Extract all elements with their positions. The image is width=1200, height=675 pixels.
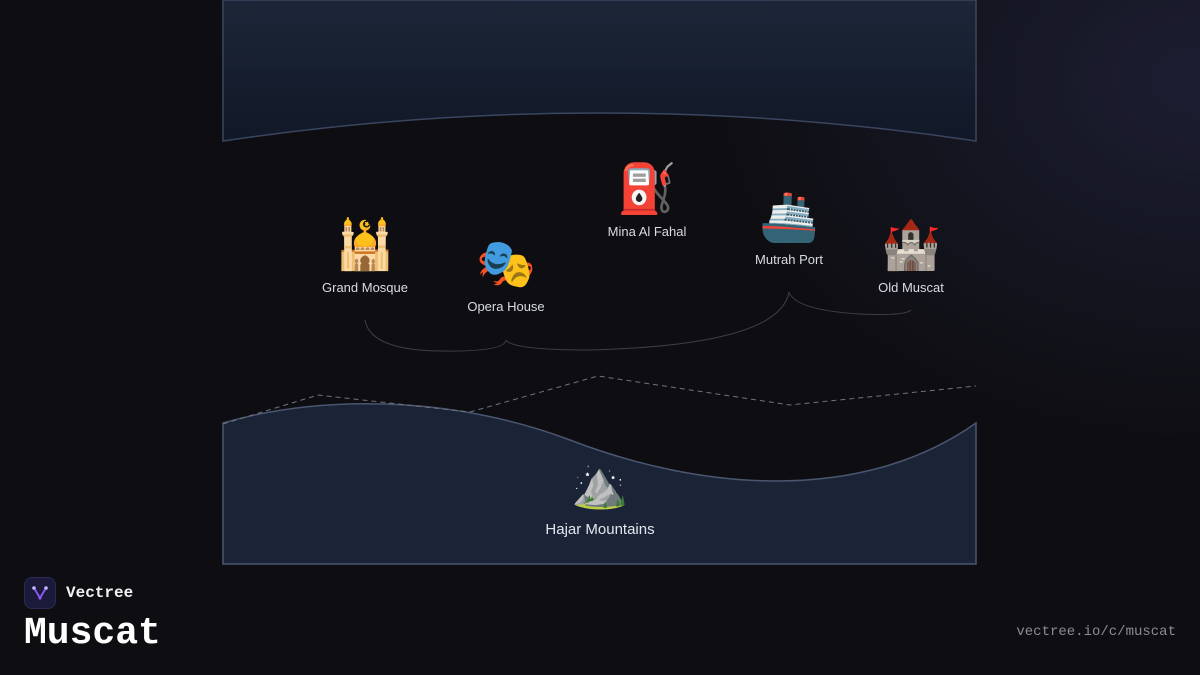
page-url[interactable]: vectree.io/c/muscat — [1016, 624, 1176, 640]
landmark-grand-mosque[interactable]: 🕌 Grand Mosque — [322, 216, 408, 295]
landmark-label: Opera House — [467, 299, 545, 314]
landmark-label: Hajar Mountains — [545, 521, 655, 538]
ship-icon: 🚢 — [759, 189, 819, 245]
connector-mutrah-oldmuscat — [788, 291, 912, 315]
mountain-icon: ⛰️ — [571, 457, 629, 511]
brand-name: Vectree — [66, 584, 134, 602]
landmark-hajar-mountains[interactable]: ⛰️ Hajar Mountains — [545, 455, 654, 538]
landmark-label: Old Muscat — [878, 280, 944, 295]
theater-masks-icon: 🎭 — [476, 236, 536, 292]
tree-fork-icon — [32, 586, 48, 600]
mosque-icon: 🕌 — [335, 217, 395, 273]
ground-panel — [222, 403, 977, 565]
vectree-logo-icon — [24, 577, 56, 609]
castle-icon: 🏰 — [881, 217, 941, 273]
landmark-mina-al-fahal[interactable]: ⛽ Mina Al Fahal — [608, 160, 687, 239]
skyline-dashed-path — [222, 375, 977, 425]
fuel-pump-icon: ⛽ — [617, 161, 677, 217]
landmark-label: Mina Al Fahal — [607, 224, 687, 239]
landmark-label: Mutrah Port — [755, 252, 823, 267]
brand[interactable]: Vectree — [24, 577, 133, 609]
landmark-mutrah-port[interactable]: 🚢 Mutrah Port — [755, 188, 823, 267]
connector-opera-mutrah — [505, 291, 790, 351]
sky-panel — [222, 0, 977, 142]
city-title: Muscat — [24, 612, 161, 655]
landmark-label: Grand Mosque — [322, 280, 408, 295]
connector-mosque-opera — [364, 319, 507, 352]
landmark-old-muscat[interactable]: 🏰 Old Muscat — [878, 216, 944, 295]
landmark-opera-house[interactable]: 🎭 Opera House — [467, 235, 544, 314]
